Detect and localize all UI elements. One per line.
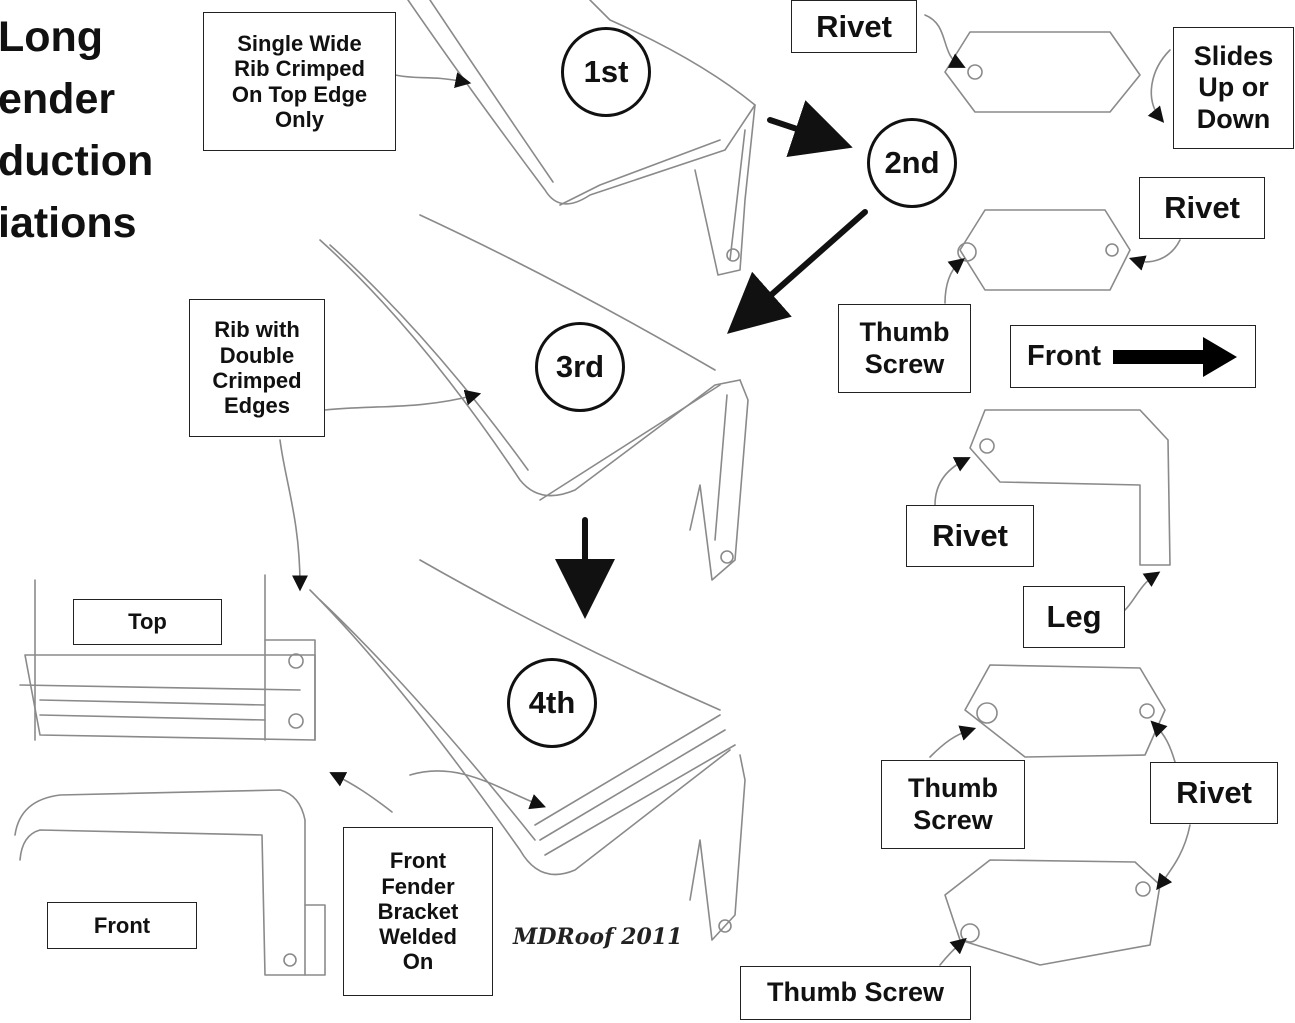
- step-4th-circle: 4th: [507, 658, 597, 748]
- label-front-view: Front: [47, 902, 197, 949]
- fender-3rd-sketch: [319, 214, 749, 581]
- step-2nd-circle: 2nd: [867, 118, 957, 208]
- page-title: Long ender duction iations: [0, 6, 153, 254]
- tab-bottom-sketch: [944, 859, 1161, 966]
- front-direction-indicator: Front: [1010, 325, 1256, 388]
- step-1st-circle: 1st: [561, 27, 651, 117]
- label-leg: Leg: [1023, 586, 1125, 648]
- title-line-3: duction: [0, 137, 154, 185]
- label-rivet-1: Rivet: [791, 0, 917, 53]
- label-slides-up-or-down: Slides Up or Down: [1173, 27, 1294, 149]
- label-rivet-2: Rivet: [1139, 177, 1265, 239]
- title-line-2: ender: [0, 75, 116, 123]
- label-thumb-screw-3: Thumb Screw: [740, 966, 971, 1020]
- tab-double-rivet-sketch: [964, 664, 1166, 758]
- tab-thumbscrew-rivet-sketch: [957, 209, 1131, 291]
- front-arrow-icon: [1113, 336, 1238, 377]
- bracket-top-view-sketch: [19, 574, 316, 741]
- tab-slides-sketch: [944, 31, 1141, 113]
- label-rib-double-crimped: Rib with Double Crimped Edges: [189, 299, 325, 437]
- bracket-front-view-sketch: [14, 789, 326, 976]
- title-line-1: Long: [0, 13, 104, 61]
- label-thumb-screw-1: Thumb Screw: [838, 304, 971, 393]
- label-front-direction: Front: [1027, 339, 1102, 372]
- label-thumb-screw-2: Thumb Screw: [881, 760, 1025, 849]
- artist-signature: MDRoof 2011: [513, 924, 683, 950]
- label-single-wide-rib: Single Wide Rib Crimped On Top Edge Only: [203, 12, 396, 151]
- fender-4th-sketch: [309, 559, 746, 941]
- leg-bracket-sketch: [969, 409, 1171, 566]
- step-3rd-circle: 3rd: [535, 322, 625, 412]
- label-front-fender-bracket: Front Fender Bracket Welded On: [343, 827, 493, 996]
- title-line-4: iations: [0, 199, 137, 247]
- label-top-view: Top: [73, 599, 222, 645]
- label-rivet-4: Rivet: [1150, 762, 1278, 824]
- label-rivet-3: Rivet: [906, 505, 1034, 567]
